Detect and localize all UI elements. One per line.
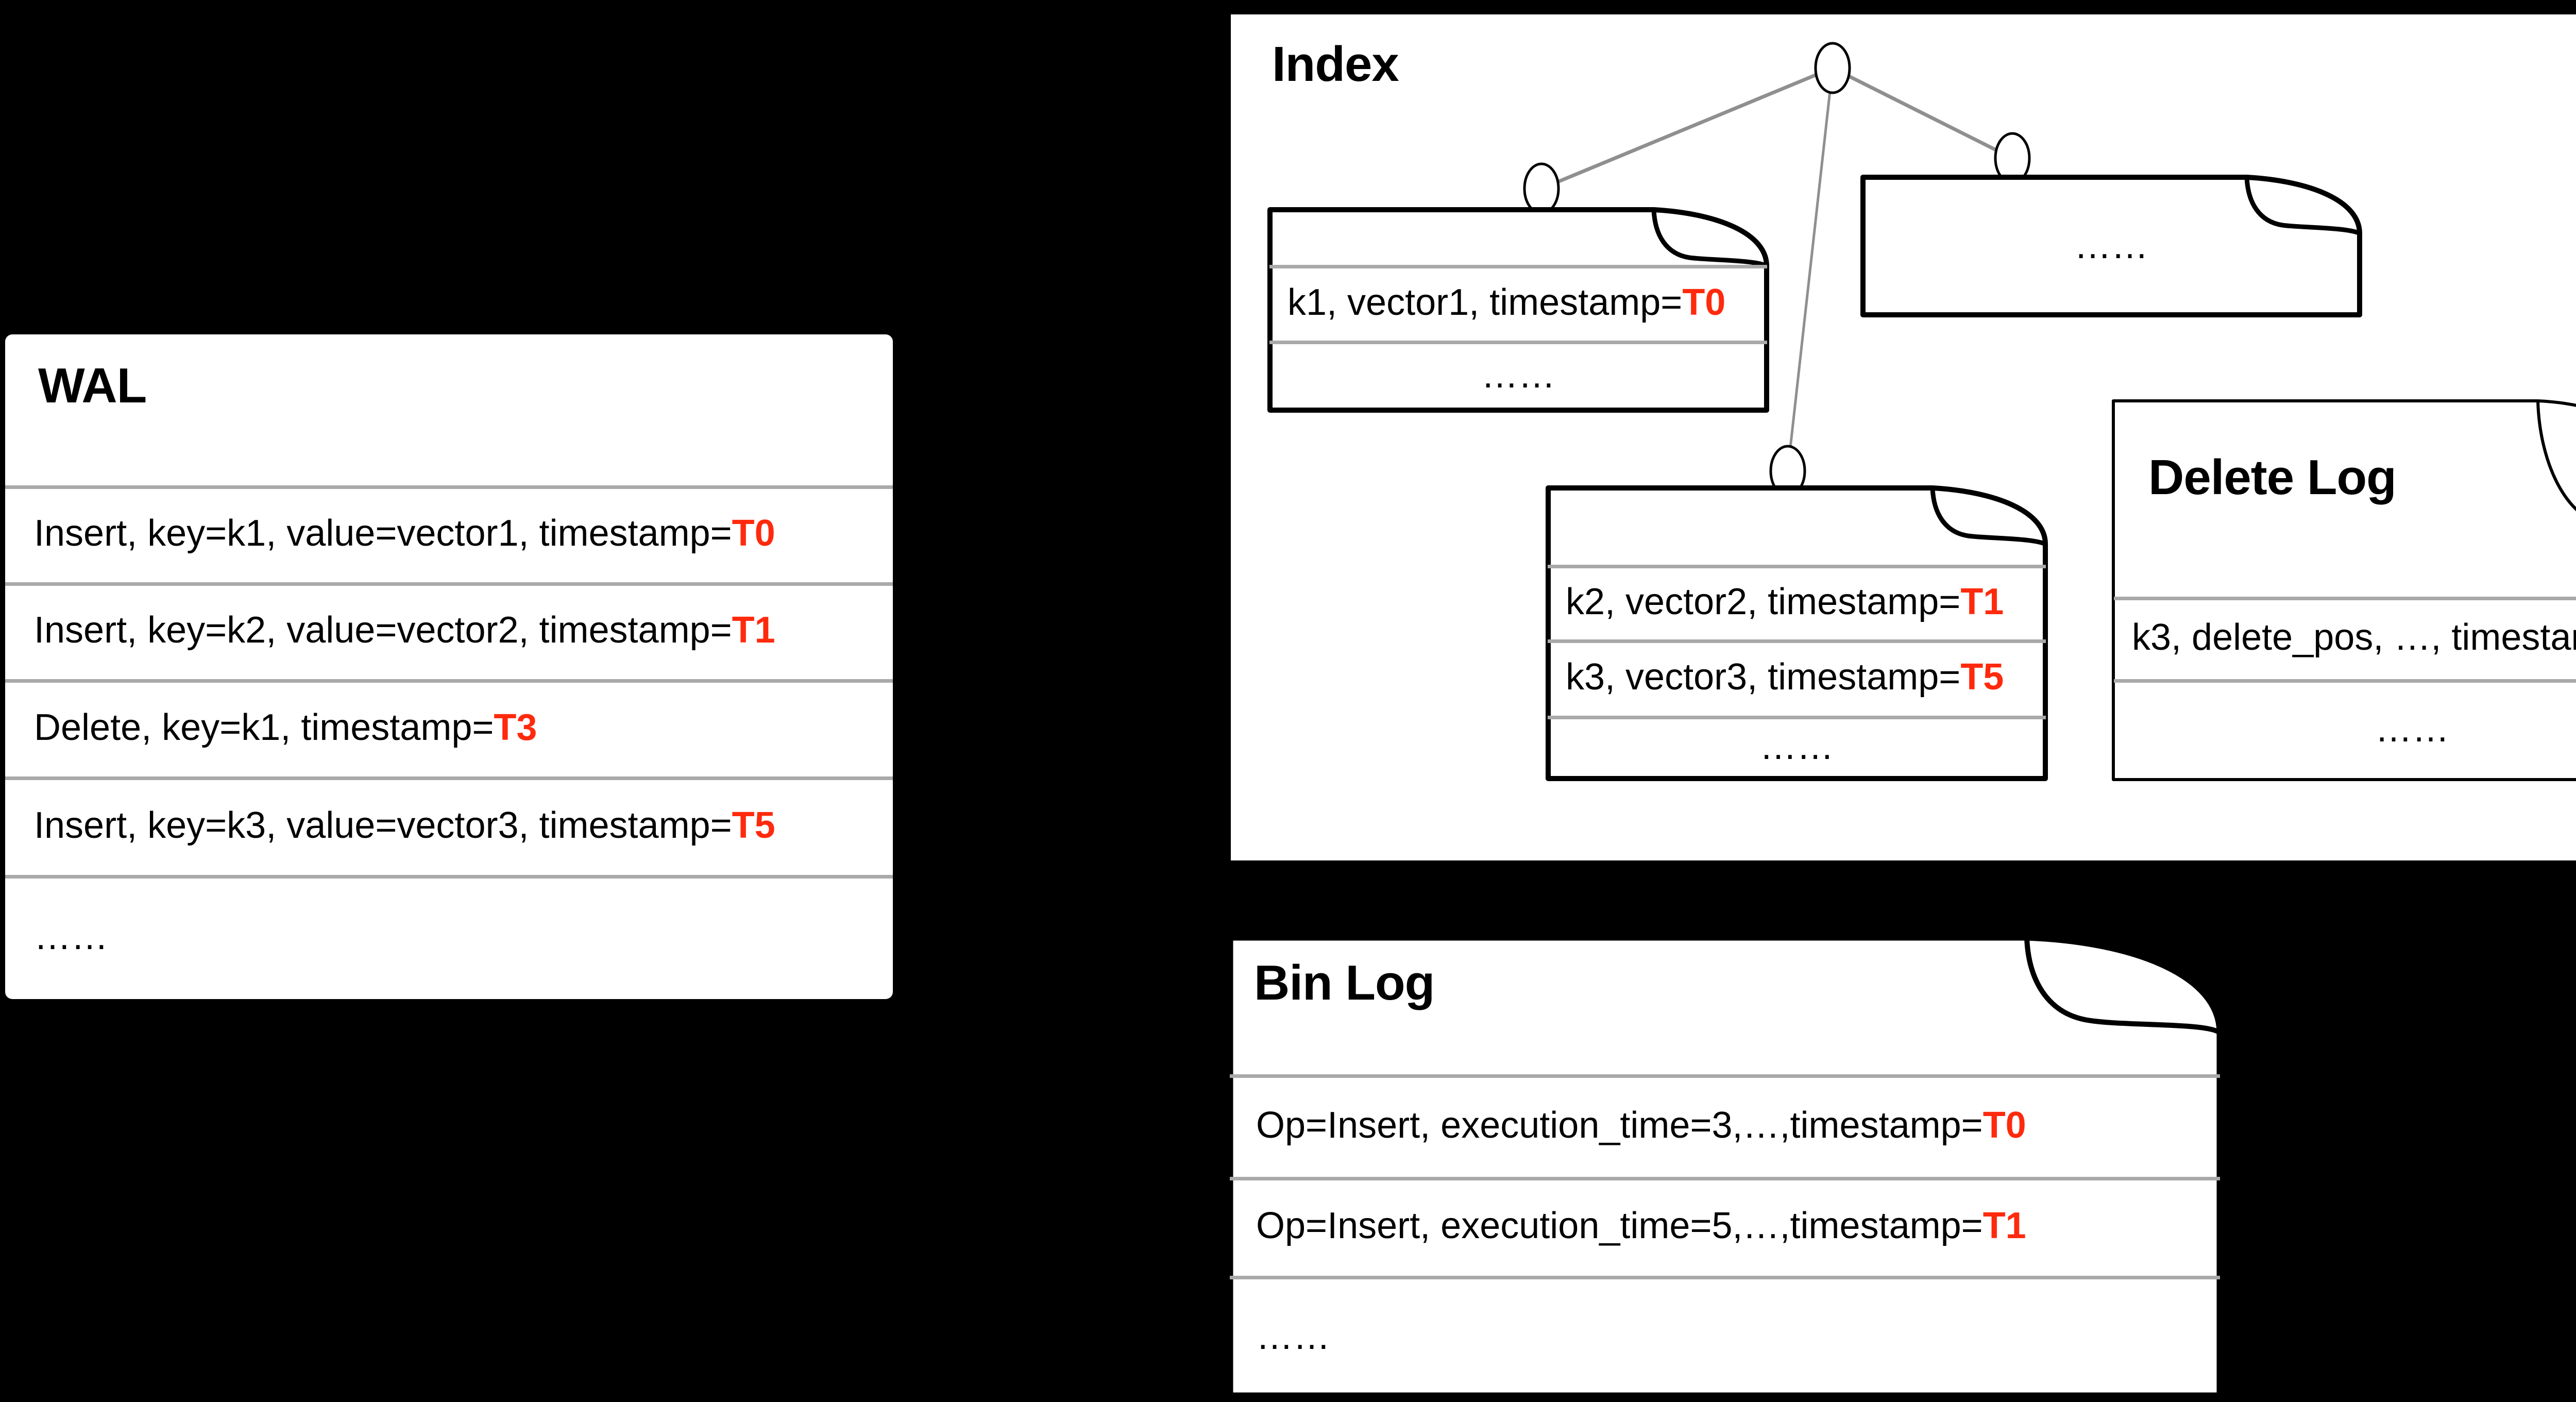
index-entry-text: k2, vector2, timestamp= [1566, 581, 1961, 622]
page-separator [1230, 1276, 2220, 1279]
page-separator [2114, 597, 2576, 600]
wal-entry-timestamp: T1 [732, 610, 775, 651]
page-fold [2244, 177, 2361, 236]
bin-log-entry-timestamp: T0 [1982, 1104, 2026, 1146]
index-panel: Index k1, vector1, timestamp=T0 [1231, 14, 2576, 860]
page-separator [2114, 679, 2576, 683]
bin-log-entry-text: Op=Insert, execution_time=3,…,timestamp= [1256, 1104, 1983, 1146]
page-separator [1548, 639, 2046, 643]
wal-entry-timestamp: T0 [732, 513, 775, 554]
bin-log-entry-timestamp: T1 [1982, 1205, 2026, 1247]
wal-entry-text: Insert, key=k2, value=vector2, timestamp… [34, 610, 732, 651]
index-entry: k3, vector3, timestamp=T5 [1545, 639, 2048, 716]
page-body [1227, 935, 2223, 1398]
page-outline [1546, 485, 2048, 781]
wal-separator [5, 582, 893, 586]
index-entry-timestamp: T1 [1960, 581, 2004, 622]
page-separator [1548, 716, 2046, 719]
wal-entry-timestamp: T5 [732, 804, 775, 846]
page-body [2112, 399, 2576, 781]
tree-edge [1832, 66, 2013, 160]
wal-more-text: …… [34, 916, 108, 957]
index-more-row: …… [1267, 341, 1770, 410]
wal-entry: Insert, key=k2, value=vector2, timestamp… [5, 582, 893, 679]
tree-edge [1786, 67, 1834, 471]
bin-log-more-row: …… [1227, 1276, 2223, 1398]
page-fold [1930, 487, 2046, 547]
tree-edge [1540, 66, 1834, 191]
wal-entry-timestamp: T3 [494, 706, 537, 748]
delete-log-page: Delete Log k3, delete_pos, …, timestamp=… [2111, 399, 2576, 782]
index-more-row: …… [1860, 174, 2363, 318]
index-entry-text: k1, vector1, timestamp= [1287, 281, 1683, 323]
tree-node-root [1814, 42, 1851, 94]
bin-log-more-text: …… [1256, 1316, 1330, 1358]
wal-entry: Delete, key=k1, timestamp=T3 [5, 679, 893, 776]
wal-entry: Insert, key=k1, value=vector1, timestamp… [5, 485, 893, 582]
wal-entry-text: Delete, key=k1, timestamp= [34, 706, 494, 748]
index-page-right: …… [1860, 174, 2363, 318]
page-fold [2536, 400, 2576, 512]
bin-log-entry: Op=Insert, execution_time=3,…,timestamp=… [1227, 1074, 2223, 1177]
index-entry-timestamp: T5 [1960, 656, 2004, 698]
page-outline [1860, 175, 2362, 317]
delete-log-entry: k3, delete_pos, …, timestamp=T3 [2111, 597, 2576, 679]
wal-separator [5, 485, 893, 489]
index-more-text: …… [1481, 354, 1555, 396]
wal-box: WAL Insert, key=k1, value=vector1, times… [5, 334, 893, 999]
bin-log-page: Bin Log Op=Insert, execution_time=3,…,ti… [1227, 935, 2223, 1398]
page-separator [1230, 1074, 2220, 1078]
wal-separator [5, 875, 893, 879]
bin-log-entry: Op=Insert, execution_time=5,…,timestamp=… [1227, 1177, 2223, 1276]
wal-entry-text: Insert, key=k3, value=vector3, timestamp… [34, 804, 732, 846]
index-title: Index [1272, 37, 1399, 92]
bin-log-title: Bin Log [1254, 955, 1435, 1010]
index-page-middle: k2, vector2, timestamp=T1 k3, vector3, t… [1545, 485, 2048, 782]
index-more-row: …… [1545, 716, 2048, 779]
wal-separator [5, 776, 893, 780]
index-entry: k1, vector1, timestamp=T0 [1267, 265, 1770, 341]
delete-log-more-row: …… [2111, 679, 2576, 780]
page-outline [1267, 207, 1769, 413]
index-more-text: …… [2074, 225, 2148, 266]
index-page-left: k1, vector1, timestamp=T0 …… [1267, 207, 1770, 413]
page-outline [1227, 935, 2223, 1398]
wal-separator [5, 679, 893, 683]
page-separator [1230, 1177, 2220, 1180]
index-entry-text: k3, vector3, timestamp= [1566, 656, 1961, 698]
page-separator [1269, 341, 1767, 344]
index-more-text: …… [1759, 726, 1834, 768]
bin-log-entry-text: Op=Insert, execution_time=5,…,timestamp= [1256, 1205, 1983, 1247]
delete-log-more-text: …… [2375, 708, 2449, 750]
delete-log-title: Delete Log [2148, 450, 2397, 505]
tree-node-left-child [1523, 162, 1560, 215]
page-separator [1269, 265, 1767, 268]
index-entry: k2, vector2, timestamp=T1 [1545, 565, 2048, 639]
delete-log-entry-text: k3, delete_pos, …, timestamp= [2132, 617, 2576, 658]
page-outline [2112, 399, 2576, 781]
wal-more-row: …… [5, 875, 893, 999]
page-fold [1651, 209, 1768, 268]
wal-entry: Insert, key=k3, value=vector3, timestamp… [5, 776, 893, 875]
index-entry-timestamp: T0 [1682, 281, 1726, 323]
wal-entry-text: Insert, key=k1, value=vector1, timestamp… [34, 513, 732, 554]
wal-title: WAL [38, 358, 147, 413]
page-separator [1548, 565, 2046, 568]
page-fold [2024, 937, 2222, 1035]
